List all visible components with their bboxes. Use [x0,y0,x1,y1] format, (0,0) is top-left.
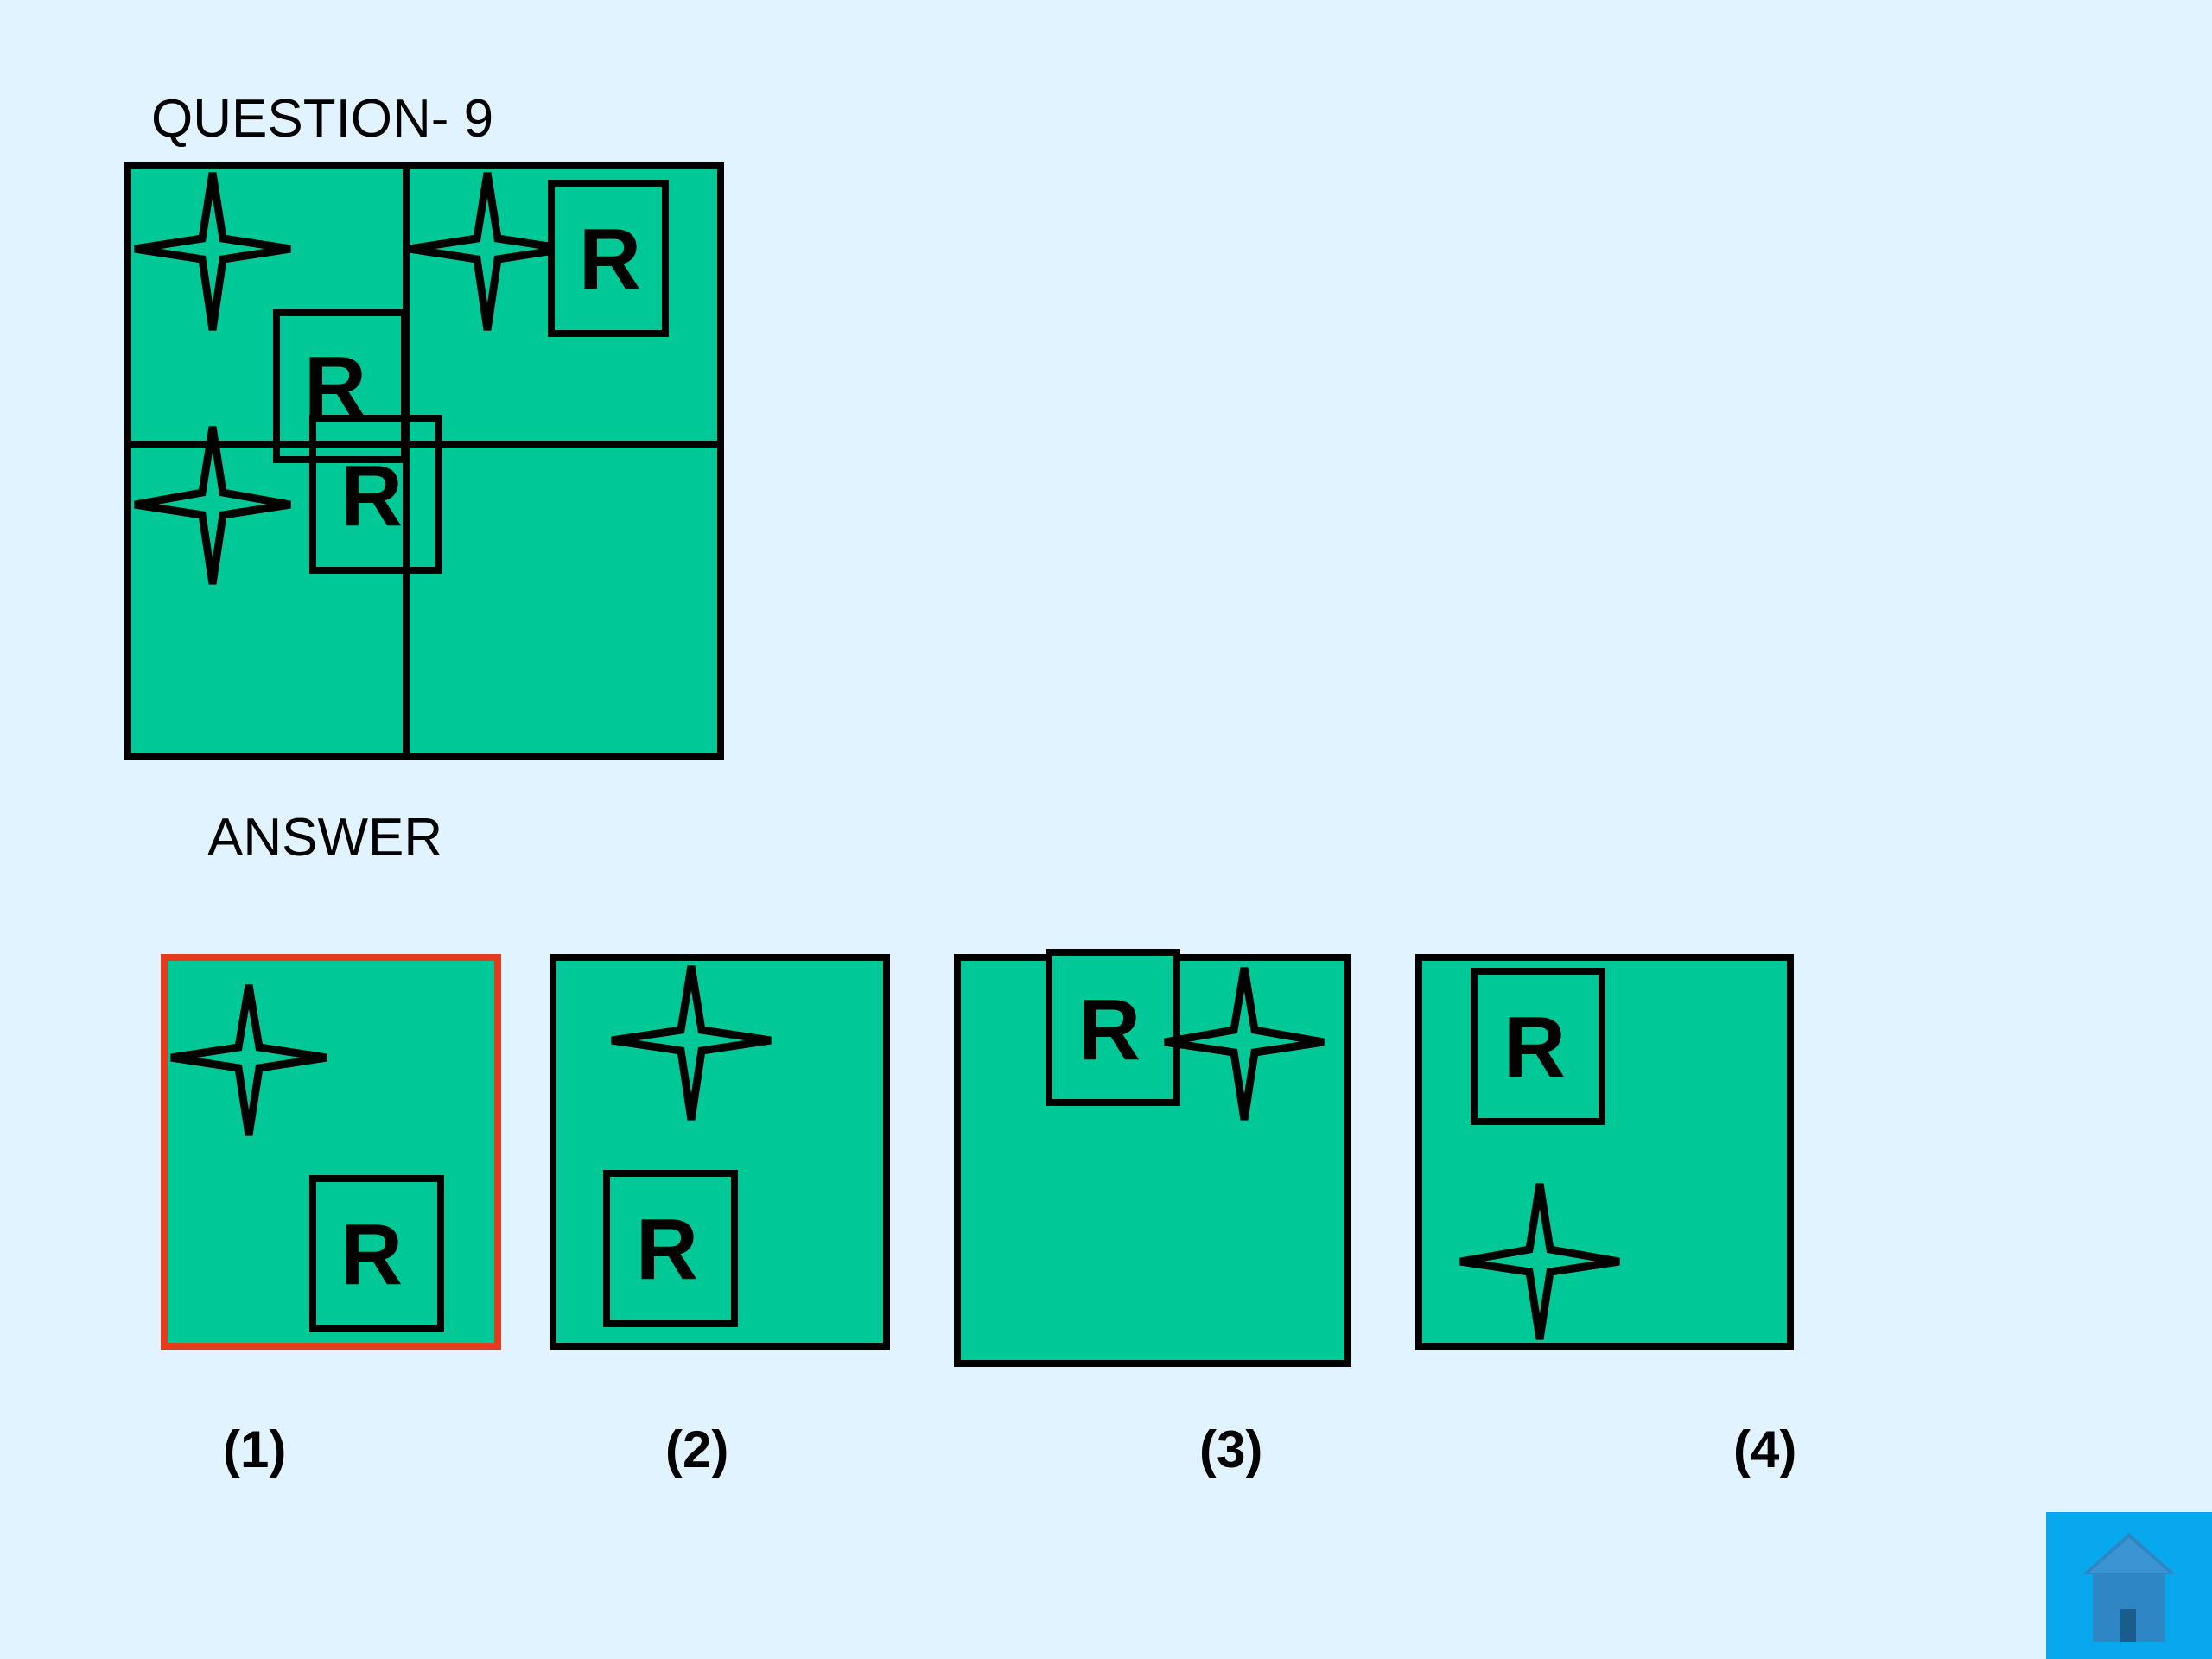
letter-box-text: R [340,448,403,544]
option-4[interactable]: R [1415,954,1794,1350]
star-icon [1459,1183,1620,1340]
question-figure: R R R [124,162,724,760]
letter-box: R [1046,949,1180,1106]
letter-box-text: R [1078,982,1141,1078]
letter-box: R [309,415,442,574]
option-2[interactable]: R [550,954,890,1350]
answer-title: ANSWER [207,808,443,868]
option-3[interactable]: R [954,949,1351,1367]
letter-box-text: R [340,1206,403,1303]
option-1[interactable]: R [161,954,501,1350]
option-label-4[interactable]: (4) [1733,1421,1797,1478]
letter-box-text: R [1503,999,1566,1096]
star-icon [611,965,772,1121]
star-icon [134,426,291,585]
letter-box: R [1471,968,1605,1125]
star-icon [1164,967,1325,1121]
home-button[interactable] [2046,1512,2212,1659]
star-icon [134,172,291,331]
letter-box: R [548,180,669,337]
option-label-1[interactable]: (1) [223,1421,287,1478]
letter-box-text: R [579,211,641,308]
option-label-3[interactable]: (3) [1199,1421,1263,1478]
letter-box: R [603,1170,738,1327]
option-label-2[interactable]: (2) [665,1421,729,1478]
question-title: QUESTION- 9 [151,89,494,149]
star-icon [170,984,327,1136]
star-icon [409,172,566,331]
letter-box: R [309,1175,444,1332]
home-icon [2082,1533,2176,1642]
letter-box-text: R [636,1201,698,1298]
